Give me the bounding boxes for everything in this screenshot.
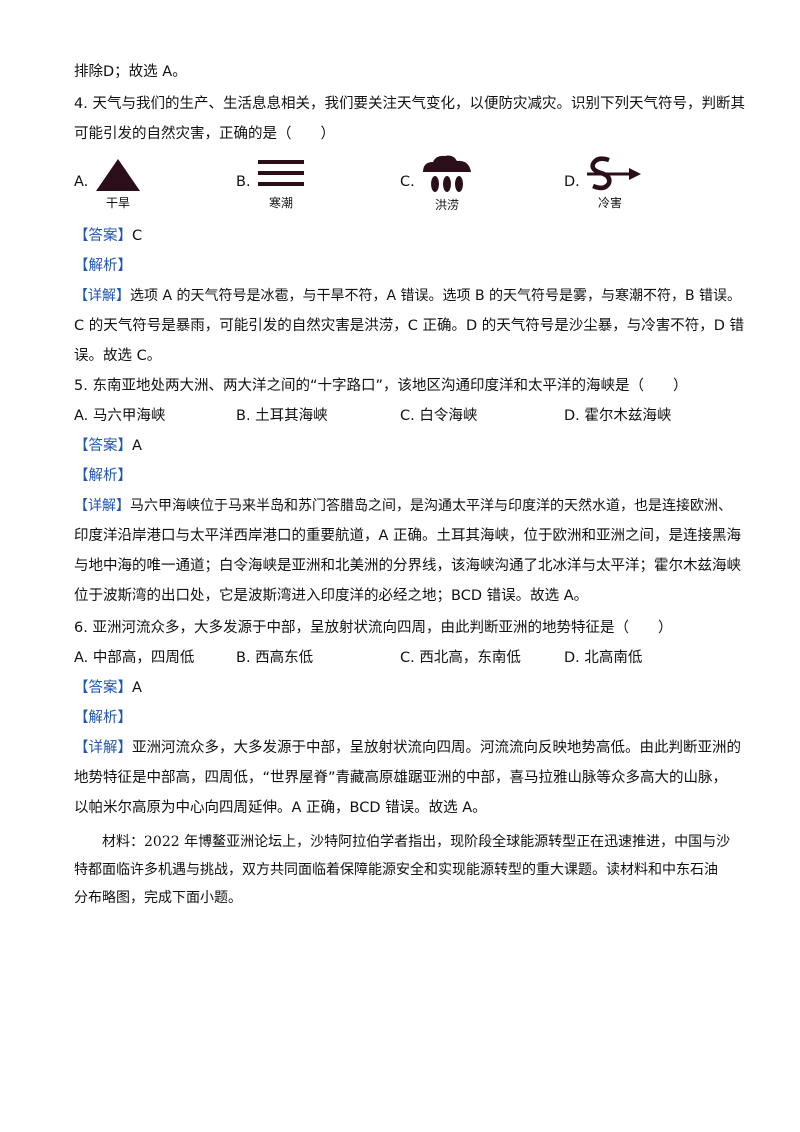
material-line2: 特都面临许多机遇与挑战，双方共同面临着保障能源安全和实现能源转型的重大课题。读材… (74, 862, 718, 878)
answer-tag: 【答案】 (74, 228, 132, 244)
q6-detail-line3: 以帕米尔高原为中心向四周延伸。A 正确，BCD 错误。故选 A。 (74, 800, 487, 816)
rainstorm-cloud-icon (421, 154, 473, 198)
q6-detail-text1: 亚洲河流众多，大多发源于中部，呈放射状流向四周。河流流向反映地势高低。由此判断亚… (132, 740, 741, 756)
q5-stem: 5. 东南亚地处两大洲、两大洋之间的“十字路口”，该地区沟通印度洋和太平洋的海峡… (74, 378, 688, 394)
q5-detail-line2: 印度洋沿岸港口与太平洋西岸港口的重要航道，A 正确。土耳其海峡，位于欧洲和亚洲之… (74, 528, 742, 544)
detail-tag: 【详解】 (74, 498, 130, 514)
q4-stem-line1: 4. 天气与我们的生产、生活息息相关，我们要关注天气变化，以便防灾减灾。识别下列… (74, 96, 745, 112)
q5-answer-value: A (132, 438, 142, 454)
q5-option-c[interactable]: C. 白令海峡 (400, 408, 478, 424)
q6-detail-line2: 地势特征是中部高，四周低，“世界屋脊”青藏高原雄踞亚洲的中部，喜马拉雅山脉等众多… (74, 770, 728, 786)
q4-option-b-letter[interactable]: B. (236, 174, 251, 190)
q4-option-a-caption: 干旱 (105, 196, 130, 210)
q4-option-c-letter[interactable]: C. (400, 174, 415, 190)
q4-stem-line2: 可能引发的自然灾害，正确的是（ ） (74, 126, 335, 142)
detail-tag: 【详解】 (74, 740, 132, 756)
fog-lines-icon (258, 158, 304, 192)
q6-stem: 6. 亚洲河流众多，大多发源于中部，呈放射状流向四周，由此判断亚洲的地势特征是（… (74, 620, 673, 636)
material-line3: 分布略图，完成下面小题。 (74, 890, 242, 906)
q6-option-d[interactable]: D. 北高南低 (564, 650, 643, 666)
q5-detail-text1: 马六甲海峡位于马来半岛和苏门答腊岛之间，是沟通太平洋与印度洋的天然水道，也是连接… (130, 498, 732, 514)
material-line1: 材料：2022 年博鳌亚洲论坛上，沙特阿拉伯学者指出，现阶段全球能源转型正在迅速… (74, 834, 731, 850)
q6-answer-value: A (132, 680, 142, 696)
previous-answer-tail: 排除D；故选 A。 (74, 64, 187, 80)
q4-option-a-letter[interactable]: A. (74, 174, 89, 190)
q5-detail-line3: 与地中海的唯一通道；白令海峡是亚洲和北美洲的分界线，该海峡沟通了北冰洋与太平洋；… (74, 558, 741, 574)
q6-answer: 【答案】A (74, 678, 142, 698)
material-passage: 材料：2022 年博鳌亚洲论坛上，沙特阿拉伯学者指出，现阶段全球能源转型正在迅速… (74, 828, 734, 912)
q5-answer: 【答案】A (74, 436, 142, 456)
q4-detail-line2: C 的天气符号是暴雨，可能引发的自然灾害是洪涝，C 正确。D 的天气符号是沙尘暴… (74, 318, 745, 334)
q5-analysis-tag: 【解析】 (74, 468, 132, 484)
q5-option-d[interactable]: D. 霍尔木兹海峡 (564, 408, 672, 424)
q4-option-c-caption: 洪涝 (434, 198, 459, 212)
q4-option-d-caption: 冷害 (597, 196, 622, 210)
answer-tag: 【答案】 (74, 680, 132, 696)
q6-option-c[interactable]: C. 西北高，东南低 (400, 650, 521, 666)
triangle-hail-icon (95, 158, 141, 196)
sandstorm-icon (585, 154, 643, 198)
detail-tag: 【详解】 (74, 288, 130, 304)
q4-option-d-letter[interactable]: D. (564, 174, 580, 190)
q4-option-b-caption: 寒潮 (268, 196, 293, 210)
q5-option-a[interactable]: A. 马六甲海峡 (74, 408, 166, 424)
q4-detail-line3: 误。故选 C。 (74, 348, 162, 364)
q4-answer-value: C (132, 228, 143, 244)
answer-tag: 【答案】 (74, 438, 132, 454)
q6-detail-line1: 【详解】亚洲河流众多，大多发源于中部，呈放射状流向四周。河流流向反映地势高低。由… (74, 738, 741, 758)
q6-option-b[interactable]: B. 西高东低 (236, 650, 314, 666)
q6-analysis-tag: 【解析】 (74, 710, 132, 726)
q5-detail-line4: 位于波斯湾的出口处，它是波斯湾进入印度洋的必经之地；BCD 错误。故选 A。 (74, 588, 589, 604)
q4-answer: 【答案】C (74, 226, 142, 246)
q5-detail-line1: 【详解】马六甲海峡位于马来半岛和苏门答腊岛之间，是沟通太平洋与印度洋的天然水道，… (74, 496, 732, 516)
q5-option-b[interactable]: B. 土耳其海峡 (236, 408, 328, 424)
q4-detail-text1: 选项 A 的天气符号是冰雹，与干旱不符，A 错误。选项 B 的天气符号是雾，与寒… (130, 288, 742, 304)
q4-detail-line1: 【详解】选项 A 的天气符号是冰雹，与干旱不符，A 错误。选项 B 的天气符号是… (74, 286, 741, 306)
q4-analysis-tag: 【解析】 (74, 258, 132, 274)
q6-option-a[interactable]: A. 中部高，四周低 (74, 650, 195, 666)
